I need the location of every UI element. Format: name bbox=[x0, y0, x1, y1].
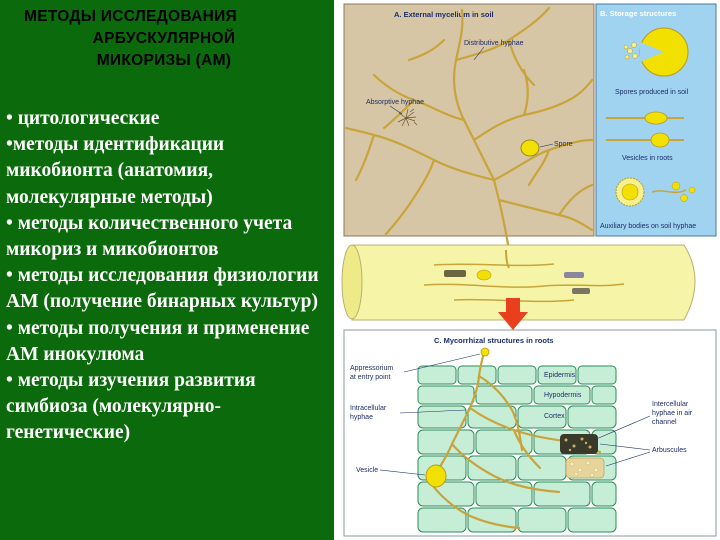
root-cylinder bbox=[341, 244, 696, 321]
bullet-identification: •методы идентификации микобионта (анатом… bbox=[6, 134, 225, 208]
bullet-physiology: • методы исследования физиологии АМ (пол… bbox=[6, 265, 319, 313]
spores-label: Spores produced in soil bbox=[615, 89, 689, 96]
intracellular-label-2: hyphae bbox=[350, 414, 373, 421]
intercellular-label-3: channel bbox=[652, 419, 677, 426]
vesicles-drawing bbox=[606, 111, 684, 148]
vesicles-label: Vesicles in roots bbox=[622, 155, 673, 162]
distributive-hyphae-label: Distributive hyphae bbox=[464, 40, 524, 47]
appressorium bbox=[480, 347, 490, 357]
panel-a-header: A. External mycelium in soil bbox=[394, 10, 494, 19]
spore-in-soil bbox=[520, 139, 540, 157]
intercellular-label-1: Intercellular bbox=[652, 401, 689, 408]
spore-label: Spore bbox=[554, 141, 573, 148]
panel-c-root-structures: C. Mycorrhizal structures in roots bbox=[343, 329, 717, 537]
distributive-hyphae-network bbox=[344, 6, 594, 252]
title-line-1: МЕТОДЫ ИССЛЕДОВАНИЯ bbox=[24, 8, 237, 25]
bullet-quantification: • методы количественного учета микориз и… bbox=[6, 212, 293, 261]
arbuscule-1 bbox=[560, 434, 598, 454]
intercellular-label-2: hyphae in air bbox=[652, 410, 693, 417]
bullet-cytological: • цитологические bbox=[6, 108, 160, 129]
auxiliary-bodies-drawing bbox=[615, 177, 696, 207]
root-hyphae bbox=[428, 350, 602, 530]
title-line-3: МИКОРИЗЫ (АМ) bbox=[96, 52, 232, 69]
appressorium-label-1: Appressorium bbox=[350, 365, 393, 372]
cortex-label: Cortex bbox=[544, 413, 565, 420]
slide-title: МЕТОДЫ ИССЛЕДОВАНИЯ АРБУСКУЛЯРНОЙ МИКОРИ… bbox=[14, 6, 314, 72]
intracellular-label-1: Intracellular bbox=[350, 405, 387, 412]
absorptive-hyphae-label: Absorptive hyphae bbox=[366, 99, 424, 106]
bullet-development: • методы изучения развития симбиоза (мол… bbox=[6, 370, 256, 444]
panel-b-header: B. Storage structures bbox=[600, 9, 676, 18]
arbuscule-2 bbox=[565, 457, 605, 479]
auxiliary-label: Auxiliary bodies on soil hyphae bbox=[600, 223, 696, 230]
title-line-2: АРБУСКУЛЯРНОЙ bbox=[92, 30, 236, 47]
hypodermis-label: Hypodermis bbox=[544, 392, 582, 399]
vesicle-label: Vesicle bbox=[356, 467, 378, 474]
panel-c-header: C. Mycorrhizal structures in roots bbox=[434, 336, 554, 345]
zoom-arrow bbox=[498, 298, 528, 330]
vesicle-in-root bbox=[425, 464, 447, 488]
panel-a-external-mycelium: A. External mycelium in soil Distributiv… bbox=[343, 3, 595, 252]
mycorrhiza-diagram: A. External mycelium in soil Distributiv… bbox=[334, 0, 720, 540]
epidermis-label: Epidermis bbox=[544, 372, 576, 379]
methods-list: • цитологические •методы идентификации м… bbox=[6, 106, 328, 447]
bullet-inoculum: • методы получения и применение АМ иноку… bbox=[6, 317, 310, 365]
appressorium-label-2: at entry point bbox=[350, 374, 391, 381]
panel-b-storage-structures: B. Storage structures Spores produced in… bbox=[595, 3, 717, 237]
arbuscules-label: Arbuscules bbox=[652, 447, 687, 454]
